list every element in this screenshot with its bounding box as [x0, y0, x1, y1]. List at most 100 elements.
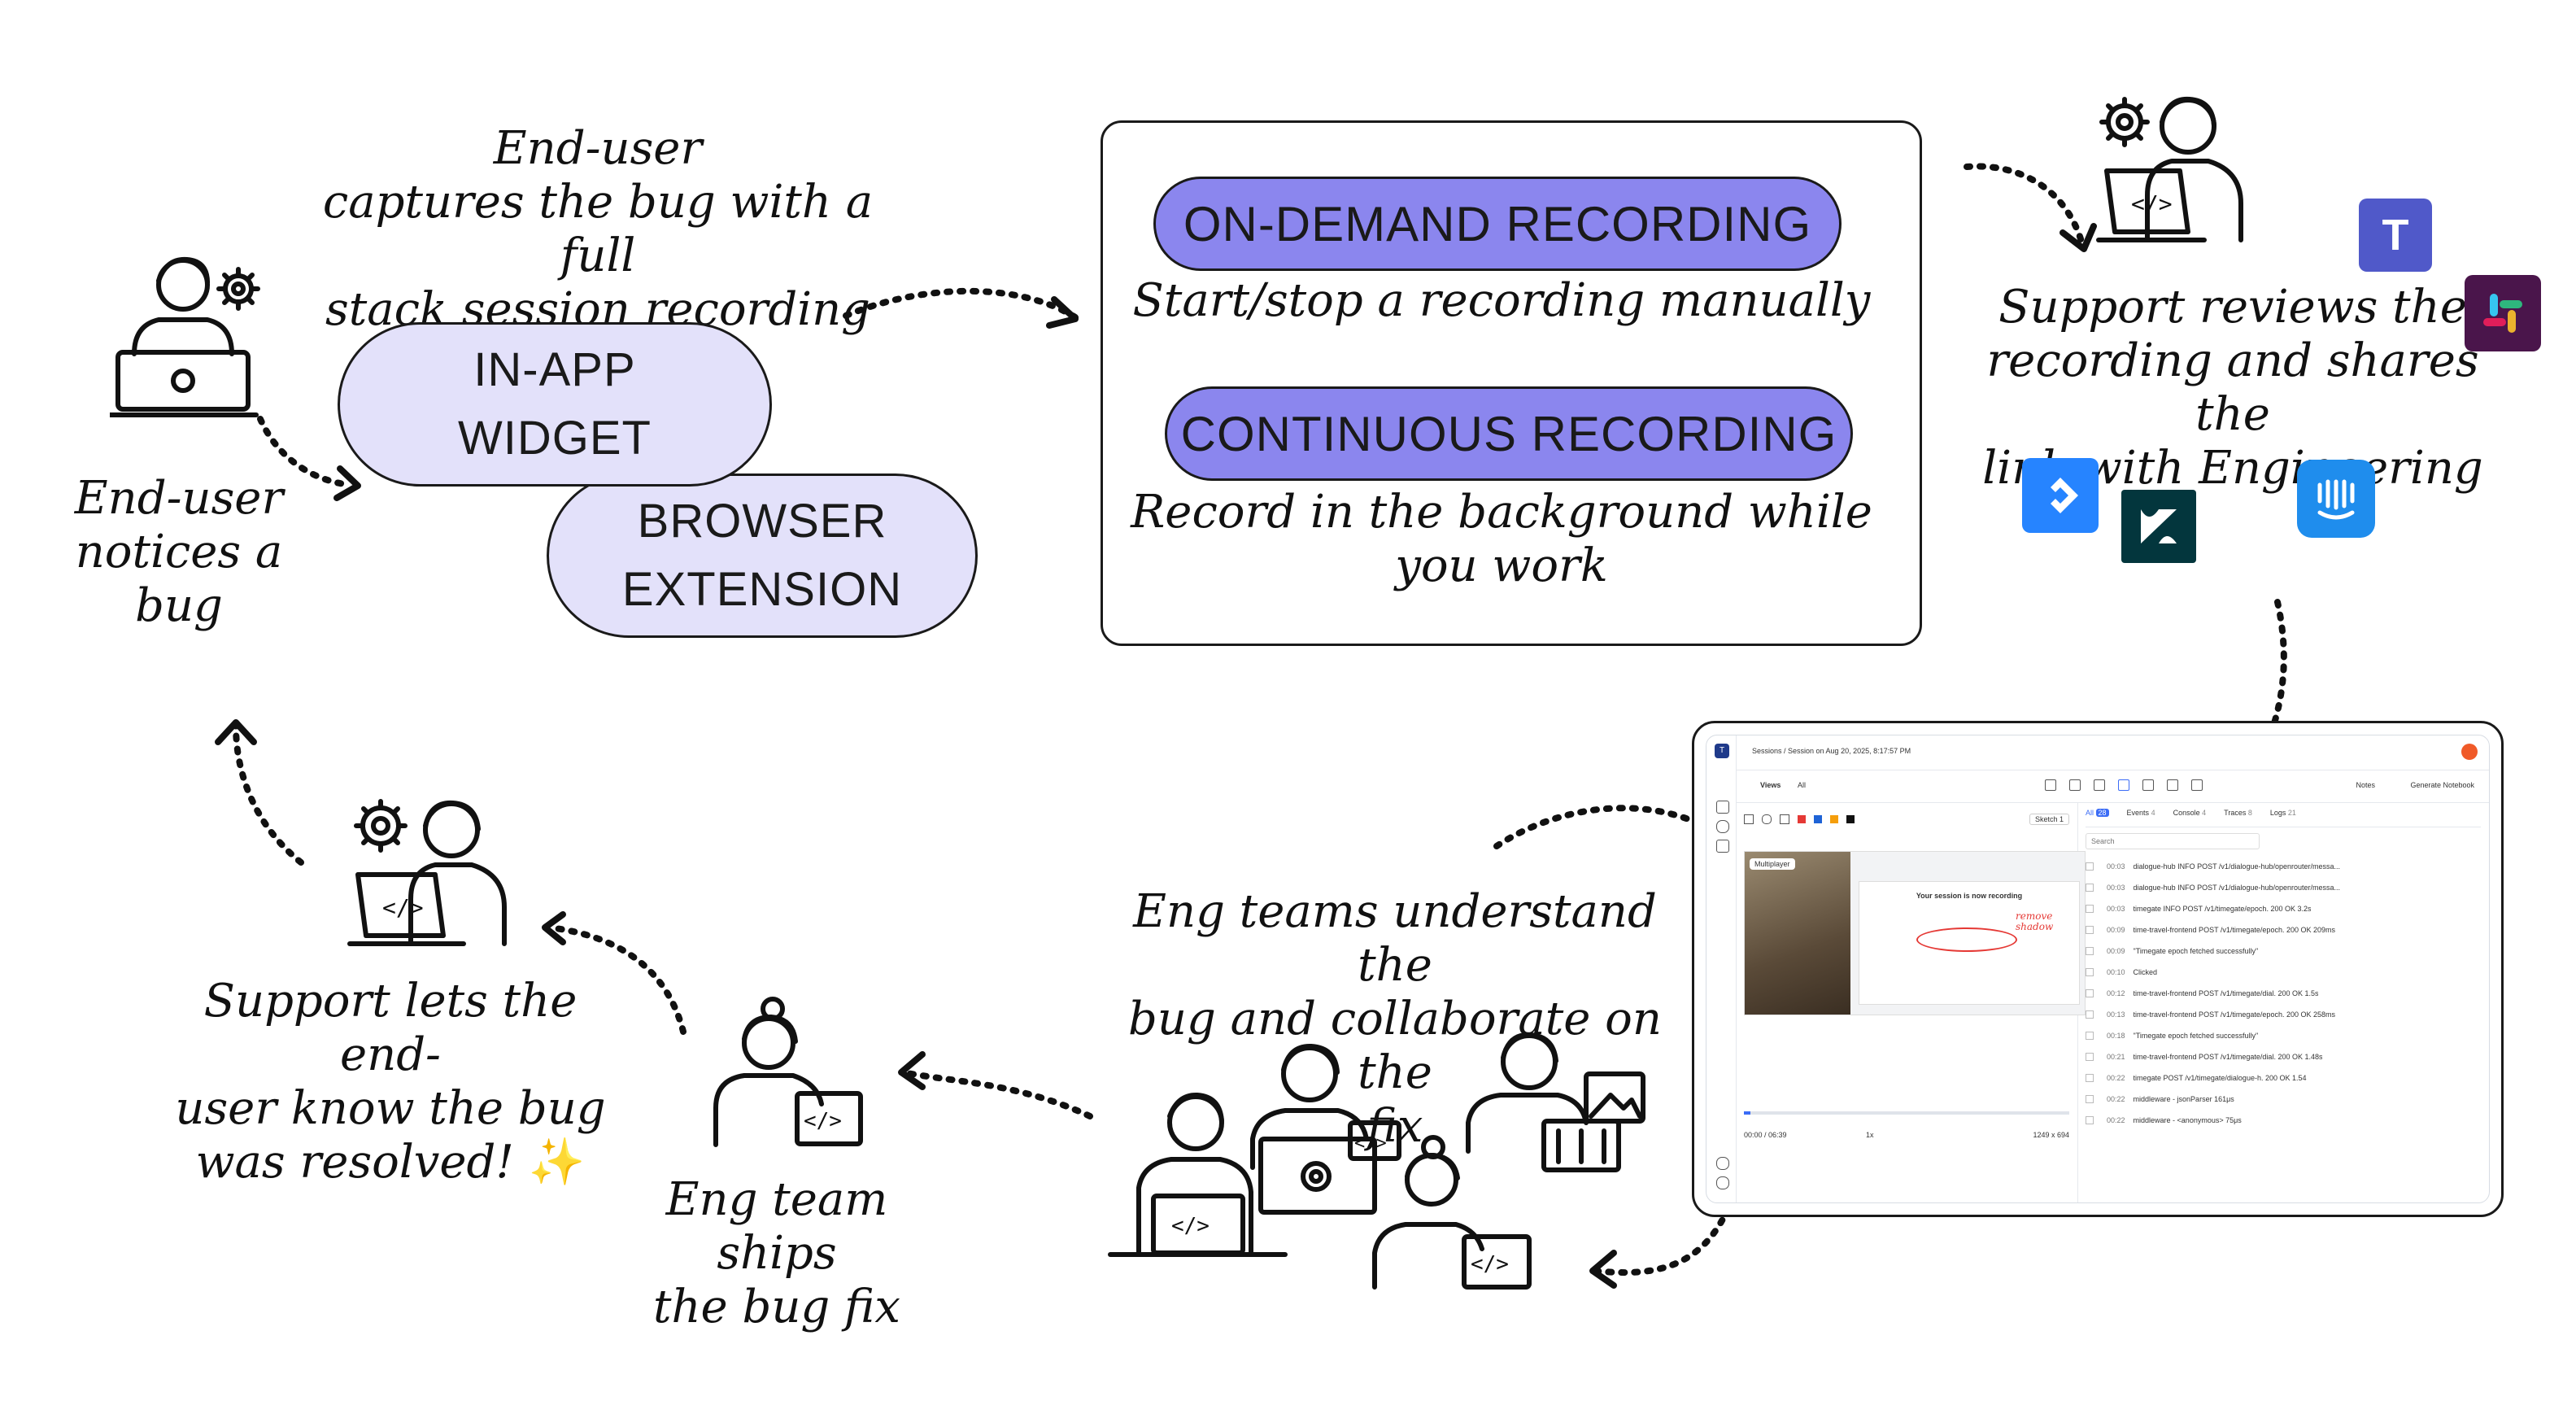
tab-console[interactable]: Console 4	[2173, 809, 2207, 827]
speed-select[interactable]: 1x	[1866, 1131, 1874, 1139]
row-checkbox[interactable]	[2086, 1053, 2094, 1061]
resolved-line-3-text: was resolved!	[195, 1136, 514, 1189]
toolbar: Views All Notes Generate Notebook	[1736, 770, 2489, 803]
row-checkbox[interactable]	[2086, 926, 2094, 934]
widget-line-2: WIDGET	[458, 412, 652, 465]
continuous-caption: Record in the background while you work	[1119, 486, 1884, 593]
row-checkbox[interactable]	[2086, 1116, 2094, 1124]
tab-all[interactable]: All 28	[2086, 809, 2109, 827]
ship-line-1: Eng team ships	[665, 1173, 888, 1281]
rail-icon-1[interactable]	[1716, 801, 1729, 814]
row-checkbox[interactable]	[2086, 1095, 2094, 1103]
recording-dialog: Your session is now recording remove sha…	[1859, 881, 2080, 1005]
generate-notebook-button[interactable]: Generate Notebook	[2410, 781, 2474, 789]
eng-team-icon: </> </> </>	[1108, 1032, 1645, 1290]
tab-all-label: All	[2086, 809, 2094, 817]
rail-icon-3[interactable]	[1716, 840, 1729, 853]
arrow-recording-to-support	[1964, 163, 2086, 247]
record-button-outline[interactable]	[1916, 927, 2017, 952]
row-time: 00:22	[2107, 1095, 2125, 1103]
table-row[interactable]: 00:18"Timegate epoch fetched successfull…	[2086, 1025, 2481, 1046]
ondemand-pill: ON-DEMAND RECORDING	[1153, 177, 1842, 271]
row-checkbox[interactable]	[2086, 947, 2094, 955]
notes-button[interactable]: Notes	[2356, 781, 2375, 789]
table-row[interactable]: 00:09 "Timegate epoch fetched successfull…	[2086, 940, 2481, 962]
row-text: dialogue-hub INFO POST /v1/dialogue-hub/…	[2133, 884, 2341, 892]
row-checkbox[interactable]	[2086, 1010, 2094, 1019]
resolution-label: 1249 x 694	[2033, 1131, 2069, 1139]
tab-traces-label: Traces	[2224, 809, 2247, 817]
svg-text:</>: </>	[2131, 190, 2173, 217]
user-avatar[interactable]	[2461, 744, 2478, 760]
row-checkbox[interactable]	[2086, 862, 2094, 871]
row-text: dialogue-hub INFO POST /v1/dialogue-hub/…	[2133, 862, 2341, 871]
row-text: timegate POST /v1/timegate/dialogue-h. 2…	[2133, 1074, 2307, 1082]
tab-traces[interactable]: Traces 8	[2224, 809, 2252, 827]
timeline-progress	[1744, 1111, 1750, 1115]
support-reviews-caption: Support reviews the recording and shares…	[1968, 281, 2497, 495]
row-time: 00:09	[2107, 947, 2125, 955]
table-row[interactable]: 00:03 dialogue-hub INFO POST /v1/dialogue…	[2086, 877, 2481, 898]
tab-console-label: Console	[2173, 809, 2200, 817]
row-checkbox[interactable]	[2086, 905, 2094, 913]
timeline[interactable]	[1744, 1111, 2069, 1115]
view-mode-icons[interactable]	[2045, 779, 2208, 792]
ship-line-2: the bug fix	[652, 1281, 900, 1334]
annotation-line-2: shadow	[2016, 921, 2054, 933]
table-row[interactable]: 00:22 middleware - jsonParser 161μs	[2086, 1089, 2481, 1110]
ondemand-caption: Start/stop a recording manually	[1132, 274, 1871, 327]
settings-icon[interactable]	[1716, 1176, 1729, 1189]
row-checkbox[interactable]	[2086, 1074, 2094, 1082]
sketch-select[interactable]: Sketch 1	[2029, 814, 2069, 825]
understand-line-2: bug and collaborate on the	[1128, 993, 1662, 1100]
row-checkbox[interactable]	[2086, 884, 2094, 892]
support-line-1: Support reviews the	[1998, 281, 2467, 334]
events-panel: All 28 Events 4 Console 4 Traces 8 Logs …	[2077, 802, 2489, 1202]
microsoft-teams-icon: T	[2359, 199, 2432, 272]
row-checkbox[interactable]	[2086, 989, 2094, 997]
arrow-ship-to-support	[546, 924, 686, 1035]
notice-caption: End-user notices a bug	[33, 472, 325, 633]
understand-line-1: Eng teams understand the	[1133, 885, 1657, 993]
tab-logs-count: 21	[2287, 809, 2296, 817]
recording-dialog-title: Your session is now recording	[1916, 892, 2023, 900]
row-text: time-travel-frontend POST /v1/timegate/d…	[2133, 989, 2319, 997]
views-all-label[interactable]: All	[1798, 781, 1807, 789]
views-button[interactable]: Views	[1760, 781, 1781, 789]
capture-line-1: End-user	[493, 122, 703, 175]
event-search-input[interactable]	[2086, 833, 2260, 849]
tab-logs[interactable]: Logs 21	[2270, 809, 2296, 827]
help-icon[interactable]	[1716, 1157, 1729, 1170]
breadcrumb[interactable]: Sessions / Session on Aug 20, 2025, 8:17…	[1752, 747, 1911, 755]
arrow-app-to-team	[1591, 1168, 1744, 1277]
row-checkbox[interactable]	[2086, 1032, 2094, 1040]
row-text: middleware - jsonParser 161μs	[2133, 1095, 2234, 1103]
row-text: time-travel-frontend POST /v1/timegate/e…	[2133, 926, 2335, 934]
arrow-team-to-ship	[900, 1069, 1093, 1119]
row-time: 00:03	[2107, 884, 2125, 892]
tab-events[interactable]: Events 4	[2127, 809, 2155, 827]
row-text: time-travel-frontend POST /v1/timegate/d…	[2133, 1053, 2323, 1061]
capture-caption: End-user captures the bug with a full st…	[301, 122, 895, 337]
workspace-avatar[interactable]: T	[1715, 744, 1729, 758]
continuous-line-2: you work	[1395, 539, 1608, 593]
capture-line-2: captures the bug with a full	[322, 176, 874, 283]
sketch-toolbar[interactable]: Sketch 1	[1744, 810, 2069, 828]
row-time: 00:10	[2107, 968, 2125, 976]
rail-icon-2[interactable]	[1716, 820, 1729, 833]
row-checkbox[interactable]	[2086, 968, 2094, 976]
engineer-ship-icon: </>	[713, 997, 863, 1147]
player-panel: Sketch 1 Multiplayer Your session is now…	[1736, 802, 2086, 1202]
row-text: "Timegate epoch fetched successfully"	[2133, 947, 2259, 955]
arrow-notice-to-widget	[257, 416, 353, 488]
resolved-line-3: was resolved! ✨	[163, 1136, 618, 1189]
